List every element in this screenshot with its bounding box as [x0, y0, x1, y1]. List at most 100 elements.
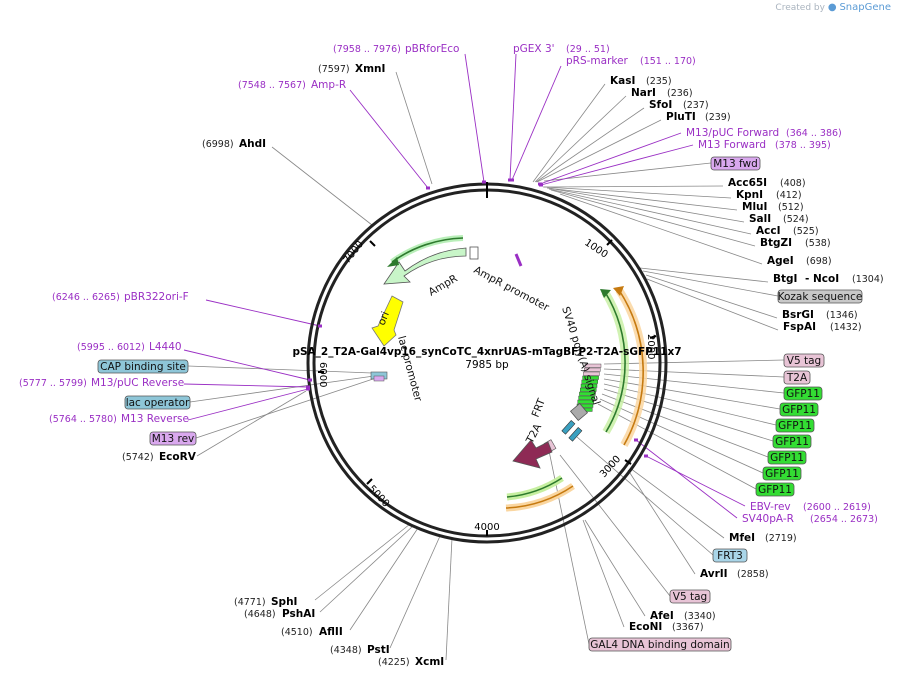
- primer-label[interactable]: M13/pUC Forward: [686, 127, 779, 139]
- feature-box[interactable]: [783, 386, 823, 401]
- enzyme-label[interactable]: FspAI: [783, 321, 816, 333]
- primer-label[interactable]: M13 Forward: [698, 139, 766, 151]
- gal4vp16-arrow[interactable]: [512, 439, 553, 469]
- enzyme-leader: [646, 278, 779, 331]
- feature-box[interactable]: [779, 402, 819, 417]
- enzyme-label[interactable]: SalI: [749, 213, 771, 225]
- feature-box[interactable]: [783, 370, 811, 385]
- ori-arrow[interactable]: [371, 295, 404, 347]
- feature-box[interactable]: [755, 482, 795, 497]
- ampr-promoter-primer-mark: [514, 253, 523, 267]
- enzyme-label[interactable]: AccI: [756, 225, 780, 237]
- ampr-promoter-box: [469, 246, 479, 260]
- enzyme-label[interactable]: AflII: [319, 626, 343, 638]
- enzyme-label[interactable]: BtgI: [773, 273, 797, 285]
- gfp11-segment: [577, 399, 594, 404]
- feature-box[interactable]: [772, 434, 812, 449]
- gfp11-segment: [580, 387, 597, 392]
- enzyme-label[interactable]: EcoRV: [159, 451, 197, 463]
- primer-label[interactable]: Amp-R: [311, 79, 346, 91]
- enzyme-label[interactable]: AhdI: [239, 138, 266, 150]
- primer-label[interactable]: M13/pUC Reverse: [91, 377, 184, 389]
- enzyme-label[interactable]: MfeI: [729, 532, 755, 544]
- enzyme-label[interactable]: Acc65I: [728, 177, 767, 189]
- enzyme-position: (6998): [202, 139, 234, 150]
- ampr-arrow[interactable]: [383, 247, 467, 285]
- enzyme-label[interactable]: PstI: [367, 644, 390, 656]
- enzyme-label[interactable]: XcmI: [415, 656, 444, 668]
- feature-leader: [603, 383, 777, 426]
- enzyme-label[interactable]: BtgZI: [760, 237, 792, 249]
- primer-label[interactable]: pRS-marker: [566, 55, 629, 67]
- enzyme-leader: [389, 535, 441, 649]
- feature-box-label: GFP11: [758, 484, 792, 496]
- enzyme-leader: [548, 188, 752, 235]
- primer-leader: [183, 383, 309, 388]
- feature-leader: [187, 365, 373, 374]
- feature-box-label: T2A: [786, 372, 808, 384]
- feature-leader: [642, 270, 779, 297]
- enzyme-position: (538): [805, 238, 831, 249]
- enzyme-label[interactable]: AfeI: [650, 610, 674, 622]
- enzyme-label[interactable]: SfoI: [649, 99, 672, 111]
- enzyme-label[interactable]: AgeI: [767, 255, 794, 267]
- primer-label[interactable]: EBV-rev: [750, 501, 791, 513]
- enzyme-position: (412): [776, 190, 802, 201]
- feature-box[interactable]: [775, 418, 815, 433]
- enzyme-position: (235): [646, 76, 672, 87]
- feature-box[interactable]: [588, 637, 732, 652]
- feature-box[interactable]: [777, 289, 863, 304]
- feature-box-label: M13 fwd: [713, 158, 758, 170]
- enzyme-label[interactable]: KpnI: [736, 189, 763, 201]
- primer-site-mark: [482, 180, 486, 184]
- feature-box-label: CAP binding site: [100, 361, 186, 373]
- enzyme-leader: [349, 527, 419, 631]
- primer-label[interactable]: M13 Reverse: [121, 413, 189, 425]
- enzyme-label[interactable]: NarI: [631, 87, 656, 99]
- primer-site-mark: [306, 385, 310, 389]
- feature-leader: [601, 393, 769, 458]
- enzyme-label[interactable]: KasI: [610, 75, 635, 87]
- enzyme-label[interactable]: SphI: [271, 596, 297, 608]
- feature-box[interactable]: [762, 466, 802, 481]
- feature-box-label: FRT3: [717, 550, 743, 562]
- primer-label[interactable]: pBR322ori-F: [124, 291, 189, 303]
- enzyme-label[interactable]: AvrII: [700, 568, 728, 580]
- feature-box[interactable]: [710, 156, 761, 171]
- primer-position: (6246 .. 6265): [52, 292, 120, 303]
- enzyme-position: (4771): [234, 597, 266, 608]
- feature-box-label: GFP11: [765, 468, 799, 480]
- enzyme-position: (512): [778, 202, 804, 213]
- enzyme-label-ncoi[interactable]: - NcoI: [805, 273, 839, 285]
- enzyme-label[interactable]: EcoNI: [629, 621, 662, 633]
- feature-box[interactable]: [669, 589, 711, 604]
- enzyme-label[interactable]: MluI: [742, 201, 767, 213]
- enzyme-label[interactable]: PluTI: [666, 111, 696, 123]
- enzyme-position: (4510): [281, 627, 313, 638]
- primer-label[interactable]: SV40pA-R: [742, 513, 794, 525]
- feature-box[interactable]: [783, 353, 825, 368]
- enzyme-leader: [196, 390, 307, 457]
- m13-rev-mark: [373, 375, 385, 382]
- gfp11-segment: [578, 395, 595, 400]
- enzyme-leader: [550, 189, 756, 247]
- primer-site-mark: [510, 178, 514, 182]
- feature-box[interactable]: [767, 450, 807, 465]
- feature-box[interactable]: [97, 359, 189, 374]
- enzyme-label[interactable]: PshAI: [282, 608, 315, 620]
- primer-position: (5764 .. 5780): [49, 414, 117, 425]
- enzyme-label[interactable]: XmnI: [355, 63, 385, 75]
- primer-label[interactable]: pGEX 3': [513, 43, 555, 55]
- enzyme-position: (5742): [122, 452, 154, 463]
- t2a-orange-translation: [505, 485, 574, 509]
- primer-label[interactable]: pBRforEco: [405, 43, 459, 55]
- primer-label[interactable]: L4440: [149, 341, 182, 353]
- feature-box-label: Kozak sequence: [778, 291, 863, 303]
- gfp11-segment: [584, 363, 602, 368]
- feature-box[interactable]: [124, 395, 191, 410]
- feature-box[interactable]: [149, 431, 197, 446]
- feature-box[interactable]: [712, 548, 748, 563]
- enzyme-position: (3340): [684, 611, 716, 622]
- enzyme-label[interactable]: BsrGI: [782, 309, 814, 321]
